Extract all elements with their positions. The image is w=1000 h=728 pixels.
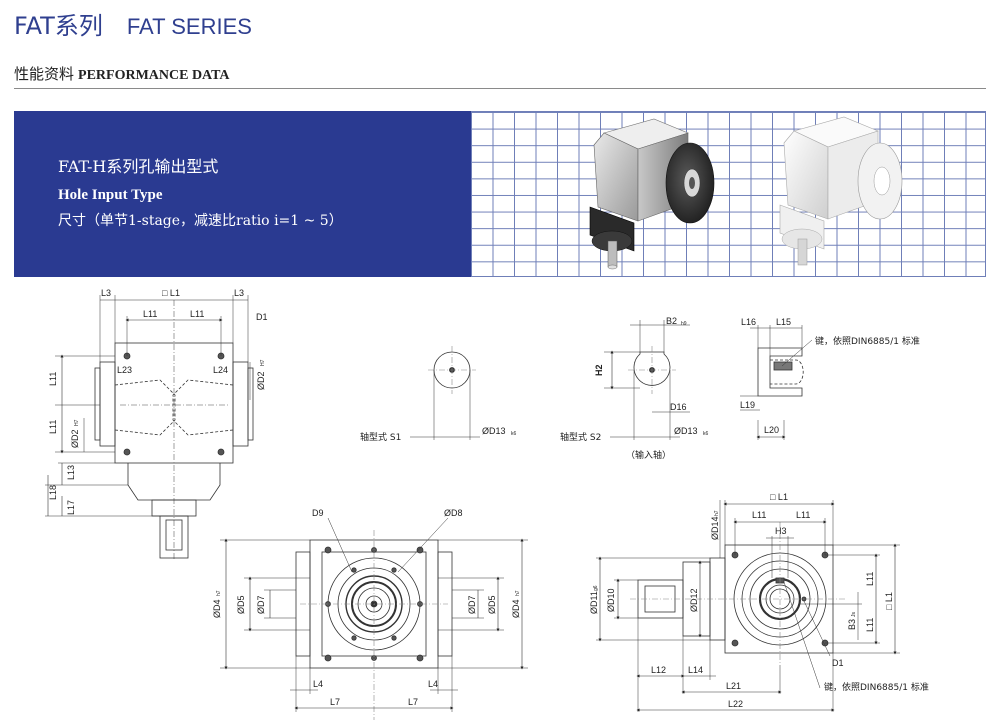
dim-od7-left: ØD7 [256, 595, 266, 614]
section-divider [14, 88, 986, 89]
dim-od10: ØD10 [606, 588, 616, 612]
shaft-s2-drawing [604, 320, 690, 440]
dim-l13: L13 [66, 465, 76, 480]
dim-od12: ØD12 [689, 588, 699, 612]
dimension-drawings: L3 □ L1 L3 L11 L11 D1 L23 L24 ØD2 H7 L11… [45, 288, 929, 720]
dim-l16: L16 [741, 317, 756, 327]
dim-l24: L24 [213, 365, 228, 375]
dim-l1-square-right: □ L1 [770, 492, 788, 502]
gearbox-photo-light [779, 116, 903, 266]
dim-od5-left: ØD5 [236, 595, 246, 614]
product-banner: FAT-H系列孔输出型式 Hole Input Type 尺寸（单节1-stag… [14, 111, 986, 277]
dim-od14-tol: h7 [714, 510, 720, 516]
shaft-s1-drawing [410, 346, 480, 440]
label-shaft-s1: 轴型式 S1 [360, 431, 401, 443]
banner-type-title: Hole Input Type [58, 187, 163, 203]
banner-title-panel: FAT-H系列孔输出型式 Hole Input Type 尺寸（单节1-stag… [14, 111, 471, 277]
dim-od13-s2-tol: k6 [703, 431, 709, 437]
dim-od2-left: ØD2 [70, 429, 80, 448]
dim-l11-left-right-view: L11 [752, 510, 766, 520]
dim-od4-left-tol: h7 [216, 590, 222, 596]
banner-spec-note: 尺寸（单节1-stage，减速比ratio i=1 ~ 5） [58, 213, 343, 229]
dim-od14: ØD14 [710, 516, 720, 540]
dim-l23: L23 [117, 365, 132, 375]
dim-l3-left: L3 [101, 288, 111, 298]
series-title-en: FAT SERIES [126, 14, 252, 39]
side-view-right-drawing [596, 500, 900, 712]
dim-l1-square: □ L1 [162, 288, 180, 298]
dim-l22: L22 [728, 699, 743, 709]
dim-od11-tol: g6 [593, 585, 599, 591]
series-title: FAT系列 FAT SERIES [14, 6, 252, 40]
dim-l14: L14 [688, 665, 703, 675]
dim-od8: ØD8 [444, 508, 463, 518]
front-view-drawing [45, 295, 254, 560]
dim-od7-right: ØD7 [467, 595, 477, 614]
dim-b2: B2 [666, 316, 677, 326]
dim-od13-s1-tol: k6 [511, 431, 517, 437]
dim-l11-right-right-view: L11 [796, 510, 810, 520]
dim-h2: H2 [594, 364, 604, 376]
dim-l19: L19 [740, 400, 755, 410]
dim-od2-left-tol: H7 [74, 419, 80, 426]
dim-od2-right: ØD2 [256, 371, 266, 390]
dim-l7-left: L7 [330, 697, 340, 707]
dim-l21: L21 [726, 681, 741, 691]
dim-l12: L12 [651, 665, 666, 675]
series-title-cn: FAT系列 [14, 12, 103, 40]
section-title-cn: 性能资料 [14, 65, 75, 83]
dim-od4-right-tol: h7 [515, 590, 521, 596]
dim-l1-side: □ L1 [884, 592, 894, 610]
dim-h3: H3 [775, 526, 787, 536]
dim-l11-side-bottom: L11 [48, 420, 58, 434]
dim-b3-tol: Js [851, 612, 857, 618]
dim-b2-tol: h9 [681, 321, 687, 327]
dim-od4-left: ØD4 [212, 599, 222, 618]
label-input-shaft: （输入轴） [626, 449, 671, 461]
end-view-left-drawing [220, 517, 528, 720]
dim-l11-bottom-right-view: L11 [865, 618, 875, 632]
note-key-din-bottom: 键，依照DIN6885/1 标准 [824, 681, 929, 693]
dim-l18: L18 [48, 485, 58, 500]
banner-model-title: FAT-H系列孔输出型式 [58, 157, 219, 176]
dim-od5-right: ØD5 [487, 595, 497, 614]
dim-l15: L15 [776, 317, 791, 327]
dim-od4-right: ØD4 [511, 599, 521, 618]
dim-l11-left: L11 [143, 309, 157, 319]
dim-l11-top-right-view: L11 [865, 572, 875, 586]
dim-b3: B3 [847, 619, 857, 630]
dim-d9: D9 [312, 508, 324, 518]
dim-l20: L20 [764, 425, 779, 435]
dim-od13-s1: ØD13 [482, 426, 506, 436]
dim-d1-right-view: D1 [832, 658, 844, 668]
label-shaft-s2: 轴型式 S2 [560, 431, 601, 443]
section-title: 性能资料 PERFORMANCE DATA [14, 63, 230, 84]
dim-od2-right-tol: H7 [260, 359, 266, 366]
dim-l7-right: L7 [408, 697, 418, 707]
dim-l11-side-top: L11 [48, 372, 58, 386]
note-key-din-top: 键，依照DIN6885/1 标准 [815, 335, 920, 347]
dim-l4-right: L4 [428, 679, 438, 689]
dim-l3-right: L3 [234, 288, 244, 298]
dim-l11-right: L11 [190, 309, 204, 319]
section-title-en: PERFORMANCE DATA [78, 68, 230, 83]
front-view-labels: L3 □ L1 L3 L11 L11 D1 L23 L24 ØD2 H7 L11… [48, 288, 268, 515]
dim-od11: ØD11 [589, 591, 599, 614]
dim-od13-s2: ØD13 [674, 426, 698, 436]
gearbox-photo-dark [589, 118, 715, 270]
key-detail-drawing [740, 325, 813, 440]
dim-l17: L17 [66, 500, 76, 515]
banner-grid-panel [471, 111, 986, 277]
dim-l4-left: L4 [313, 679, 323, 689]
dim-d16: D16 [670, 402, 687, 412]
dim-d1: D1 [256, 312, 268, 322]
